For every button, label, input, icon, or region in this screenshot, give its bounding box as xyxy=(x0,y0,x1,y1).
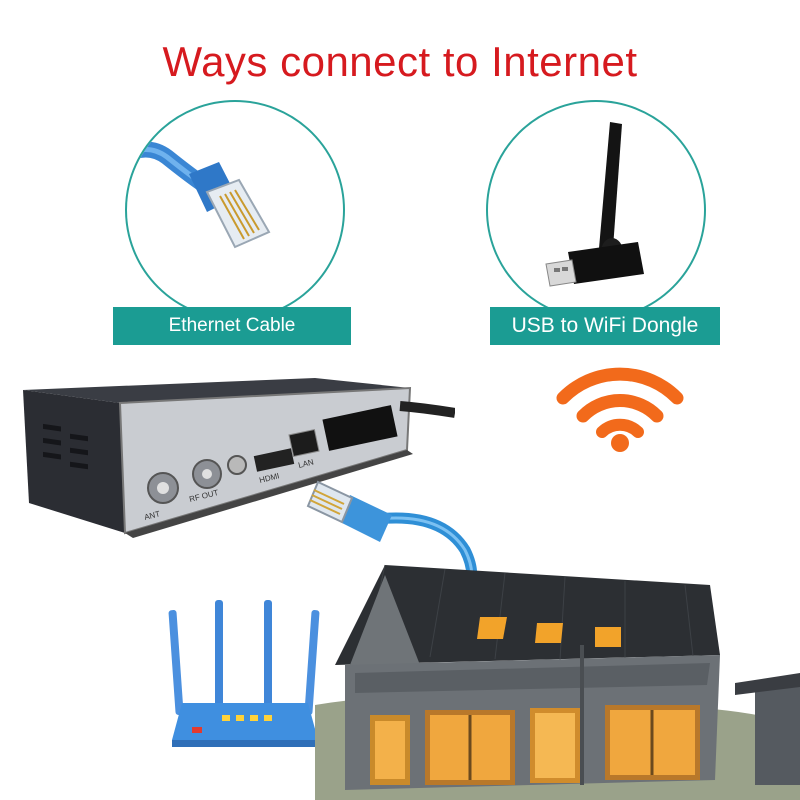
set-top-box-image: ANT RF OUT HDMI LAN xyxy=(23,378,455,538)
page-title: Ways connect to Internet xyxy=(162,38,638,85)
scart-port xyxy=(322,405,398,451)
lan-port-label: LAN xyxy=(297,457,314,470)
wifi-signal-icon xyxy=(556,367,684,452)
usb-wifi-dongle-label: USB to WiFi Dongle xyxy=(490,307,720,345)
usb-wifi-dongle-icon xyxy=(545,122,644,287)
ethernet-cable-icon xyxy=(127,141,271,249)
lan-port xyxy=(288,428,320,458)
house-image xyxy=(315,564,800,800)
ethernet-option-circle xyxy=(125,100,345,320)
ethernet-cable-label: Ethernet Cable xyxy=(113,307,351,345)
wifi-dongle-option-circle xyxy=(486,100,706,320)
router-image xyxy=(168,600,320,747)
hdmi-port xyxy=(253,448,295,472)
rf-out-port xyxy=(192,459,222,489)
ant-port-label: ANT xyxy=(143,509,161,522)
ant-port xyxy=(147,472,179,504)
